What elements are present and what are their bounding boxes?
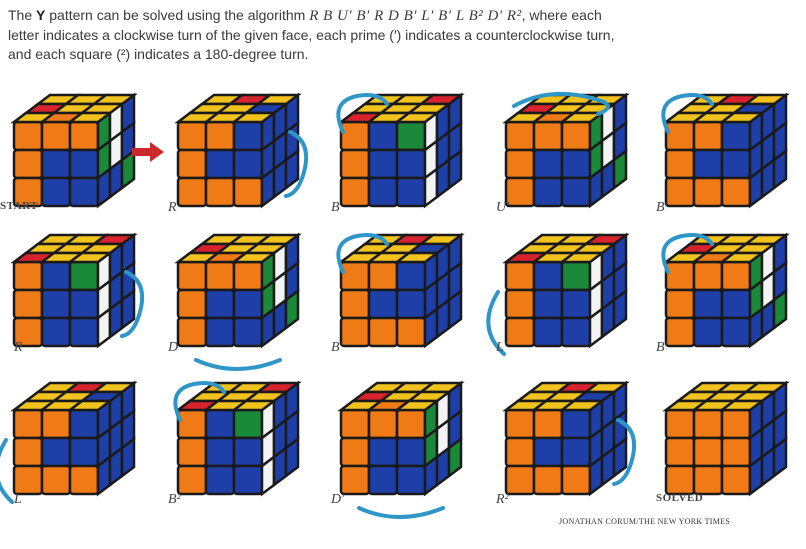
turn-arrow bbox=[357, 506, 445, 519]
cube-step bbox=[502, 92, 630, 209]
step-label: R bbox=[14, 340, 23, 355]
cube-step bbox=[10, 92, 138, 209]
turn-arrow bbox=[612, 418, 637, 486]
intro-mid: pattern can be solved using the algorith… bbox=[45, 7, 310, 23]
cube-step bbox=[662, 380, 790, 497]
start-arrow bbox=[132, 142, 164, 162]
step-label: START bbox=[0, 200, 38, 212]
cube-step bbox=[336, 92, 465, 209]
step-label: R² bbox=[496, 492, 509, 507]
turn-arrow bbox=[173, 381, 226, 422]
intro-line3: and each square (²) indicates a 180-degr… bbox=[8, 46, 309, 62]
cube-step bbox=[661, 92, 790, 209]
cube-step bbox=[174, 92, 309, 209]
turn-arrow bbox=[194, 358, 282, 371]
intro-text: The Y pattern can be solved using the al… bbox=[8, 6, 798, 64]
turn-arrow bbox=[486, 290, 506, 356]
intro-line1-end: , where each bbox=[521, 7, 602, 23]
cube-step bbox=[173, 380, 302, 497]
step-label: L′ bbox=[496, 340, 507, 355]
cube-step bbox=[486, 232, 630, 356]
cube-step bbox=[336, 232, 465, 349]
step-label: U′ bbox=[496, 200, 510, 215]
turn-arrow bbox=[661, 233, 714, 274]
turn-arrow bbox=[0, 438, 14, 504]
step-label: SOLVED bbox=[656, 492, 704, 504]
turn-arrow bbox=[512, 92, 610, 116]
algorithm: R B U′ B′ R D B′ L′ B′ L B² D′ R² bbox=[309, 8, 522, 24]
turn-arrow bbox=[661, 93, 714, 134]
credit-line: JONATHAN CORUM/THE NEW YORK TIMES bbox=[559, 517, 731, 526]
cube-step bbox=[10, 232, 145, 349]
cube-step bbox=[174, 232, 302, 371]
turn-arrow bbox=[120, 270, 145, 338]
step-label: D bbox=[168, 340, 179, 355]
cube-step bbox=[337, 380, 465, 519]
step-label: L bbox=[14, 492, 22, 507]
step-label: D′ bbox=[331, 492, 345, 507]
step-label: B bbox=[331, 200, 340, 215]
cube-step bbox=[0, 380, 138, 504]
turn-arrow bbox=[336, 233, 389, 274]
step-label: B² bbox=[168, 492, 181, 507]
step-label: B′ bbox=[656, 340, 668, 355]
intro-line2: letter indicates a clockwise turn of the… bbox=[8, 27, 615, 43]
turn-arrow bbox=[284, 130, 309, 198]
step-label: B′ bbox=[656, 200, 668, 215]
pattern-name: Y bbox=[36, 7, 46, 23]
step-label: R bbox=[168, 200, 177, 215]
step-label: B′ bbox=[331, 340, 343, 355]
intro-lead: The bbox=[8, 7, 37, 23]
cube-step bbox=[502, 380, 637, 497]
cube-step bbox=[661, 232, 790, 349]
turn-arrow bbox=[336, 93, 389, 134]
